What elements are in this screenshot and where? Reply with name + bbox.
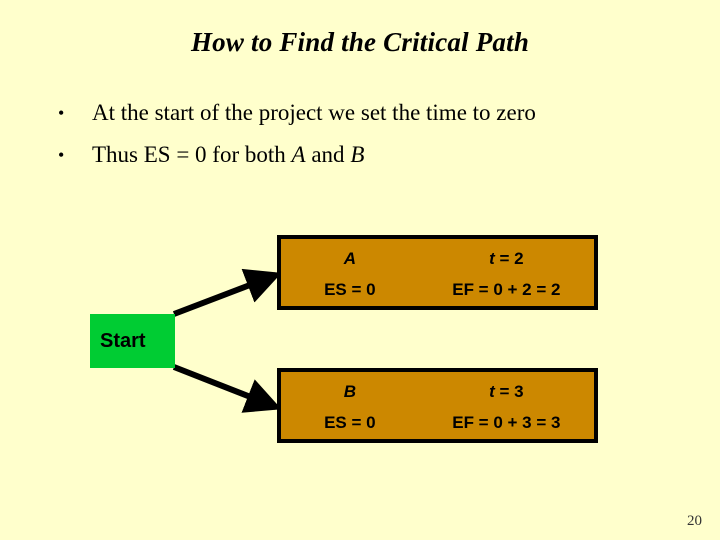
page-number: 20 [687, 513, 702, 529]
node-b-content: B t = 3 ES = 0 EF = 0 + 3 = 3 [281, 372, 594, 439]
list-item: • Thus ES = 0 for both A and B [52, 134, 692, 176]
node-b-name: B [343, 381, 356, 401]
bullet-text-2-emphasis-a: A [291, 142, 306, 167]
node-b-duration-symbol: t [489, 381, 495, 401]
bullet-list: • At the start of the project we set the… [52, 92, 692, 176]
node-a-duration: t = 2 [419, 248, 594, 270]
node-a-name: A [343, 248, 356, 268]
node-a-es: ES = 0 [324, 280, 376, 300]
node-task-b[interactable]: B t = 3 ES = 0 EF = 0 + 3 = 3 [277, 368, 598, 443]
node-task-a[interactable]: A t = 2 ES = 0 EF = 0 + 2 = 2 [277, 235, 598, 310]
bullet-text-1: At the start of the project we set the t… [92, 100, 536, 125]
list-item: • At the start of the project we set the… [52, 92, 692, 134]
bullet-marker-icon: • [58, 145, 65, 165]
connector-start-to-a [172, 268, 282, 317]
bullet-marker-icon: • [58, 103, 65, 123]
bullet-text-2-middle: and [305, 142, 351, 167]
bullet-text-2-prefix: Thus ES = 0 for both [92, 142, 292, 167]
node-b-ef: EF = 0 + 3 = 3 [452, 413, 561, 433]
node-b-duration-value: = 3 [499, 381, 524, 401]
connector-start-to-b [172, 364, 282, 413]
node-b-duration: t = 3 [419, 381, 594, 403]
node-a-duration-value: = 2 [499, 248, 524, 268]
node-a-ef: EF = 0 + 2 = 2 [452, 280, 561, 300]
node-start-label: Start [100, 329, 146, 352]
page-title: How to Find the Critical Path [190, 27, 530, 57]
bullet-text-2-emphasis-b: B [350, 142, 365, 167]
node-b-es: ES = 0 [324, 413, 376, 433]
node-a-duration-symbol: t [489, 248, 495, 268]
node-start[interactable]: Start [90, 314, 175, 368]
node-a-content: A t = 2 ES = 0 EF = 0 + 2 = 2 [281, 239, 594, 306]
